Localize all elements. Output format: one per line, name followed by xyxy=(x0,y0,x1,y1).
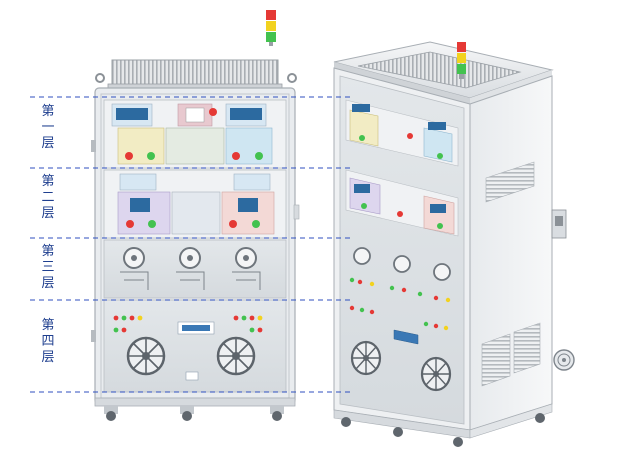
perspective-view-cabinet xyxy=(333,41,575,447)
radial-handwheel-icon xyxy=(353,247,451,281)
layer-label-2: 第 二 层 xyxy=(41,174,55,221)
cooling-fan-icon xyxy=(553,349,575,371)
front-view-cabinet xyxy=(91,10,300,421)
layer-label-1: 第 一 层 xyxy=(41,104,55,151)
layer-label-4: 第 四 层 xyxy=(41,318,55,365)
signal-tower-light-icon xyxy=(266,10,276,46)
ventilation-grille-icon xyxy=(111,59,279,87)
caster-wheel-icon xyxy=(341,413,545,447)
caster-wheel-icon xyxy=(104,406,284,421)
radial-handwheel-icon xyxy=(126,336,256,376)
ventilation-grille-icon xyxy=(357,51,522,89)
signal-tower-light-icon xyxy=(457,42,466,79)
panel-blue xyxy=(225,127,273,165)
panel-yellow xyxy=(117,127,165,165)
radial-handwheel-icon xyxy=(350,340,452,392)
layer-label-3: 第 三 层 xyxy=(41,244,55,291)
radial-handwheel-icon xyxy=(123,247,257,269)
